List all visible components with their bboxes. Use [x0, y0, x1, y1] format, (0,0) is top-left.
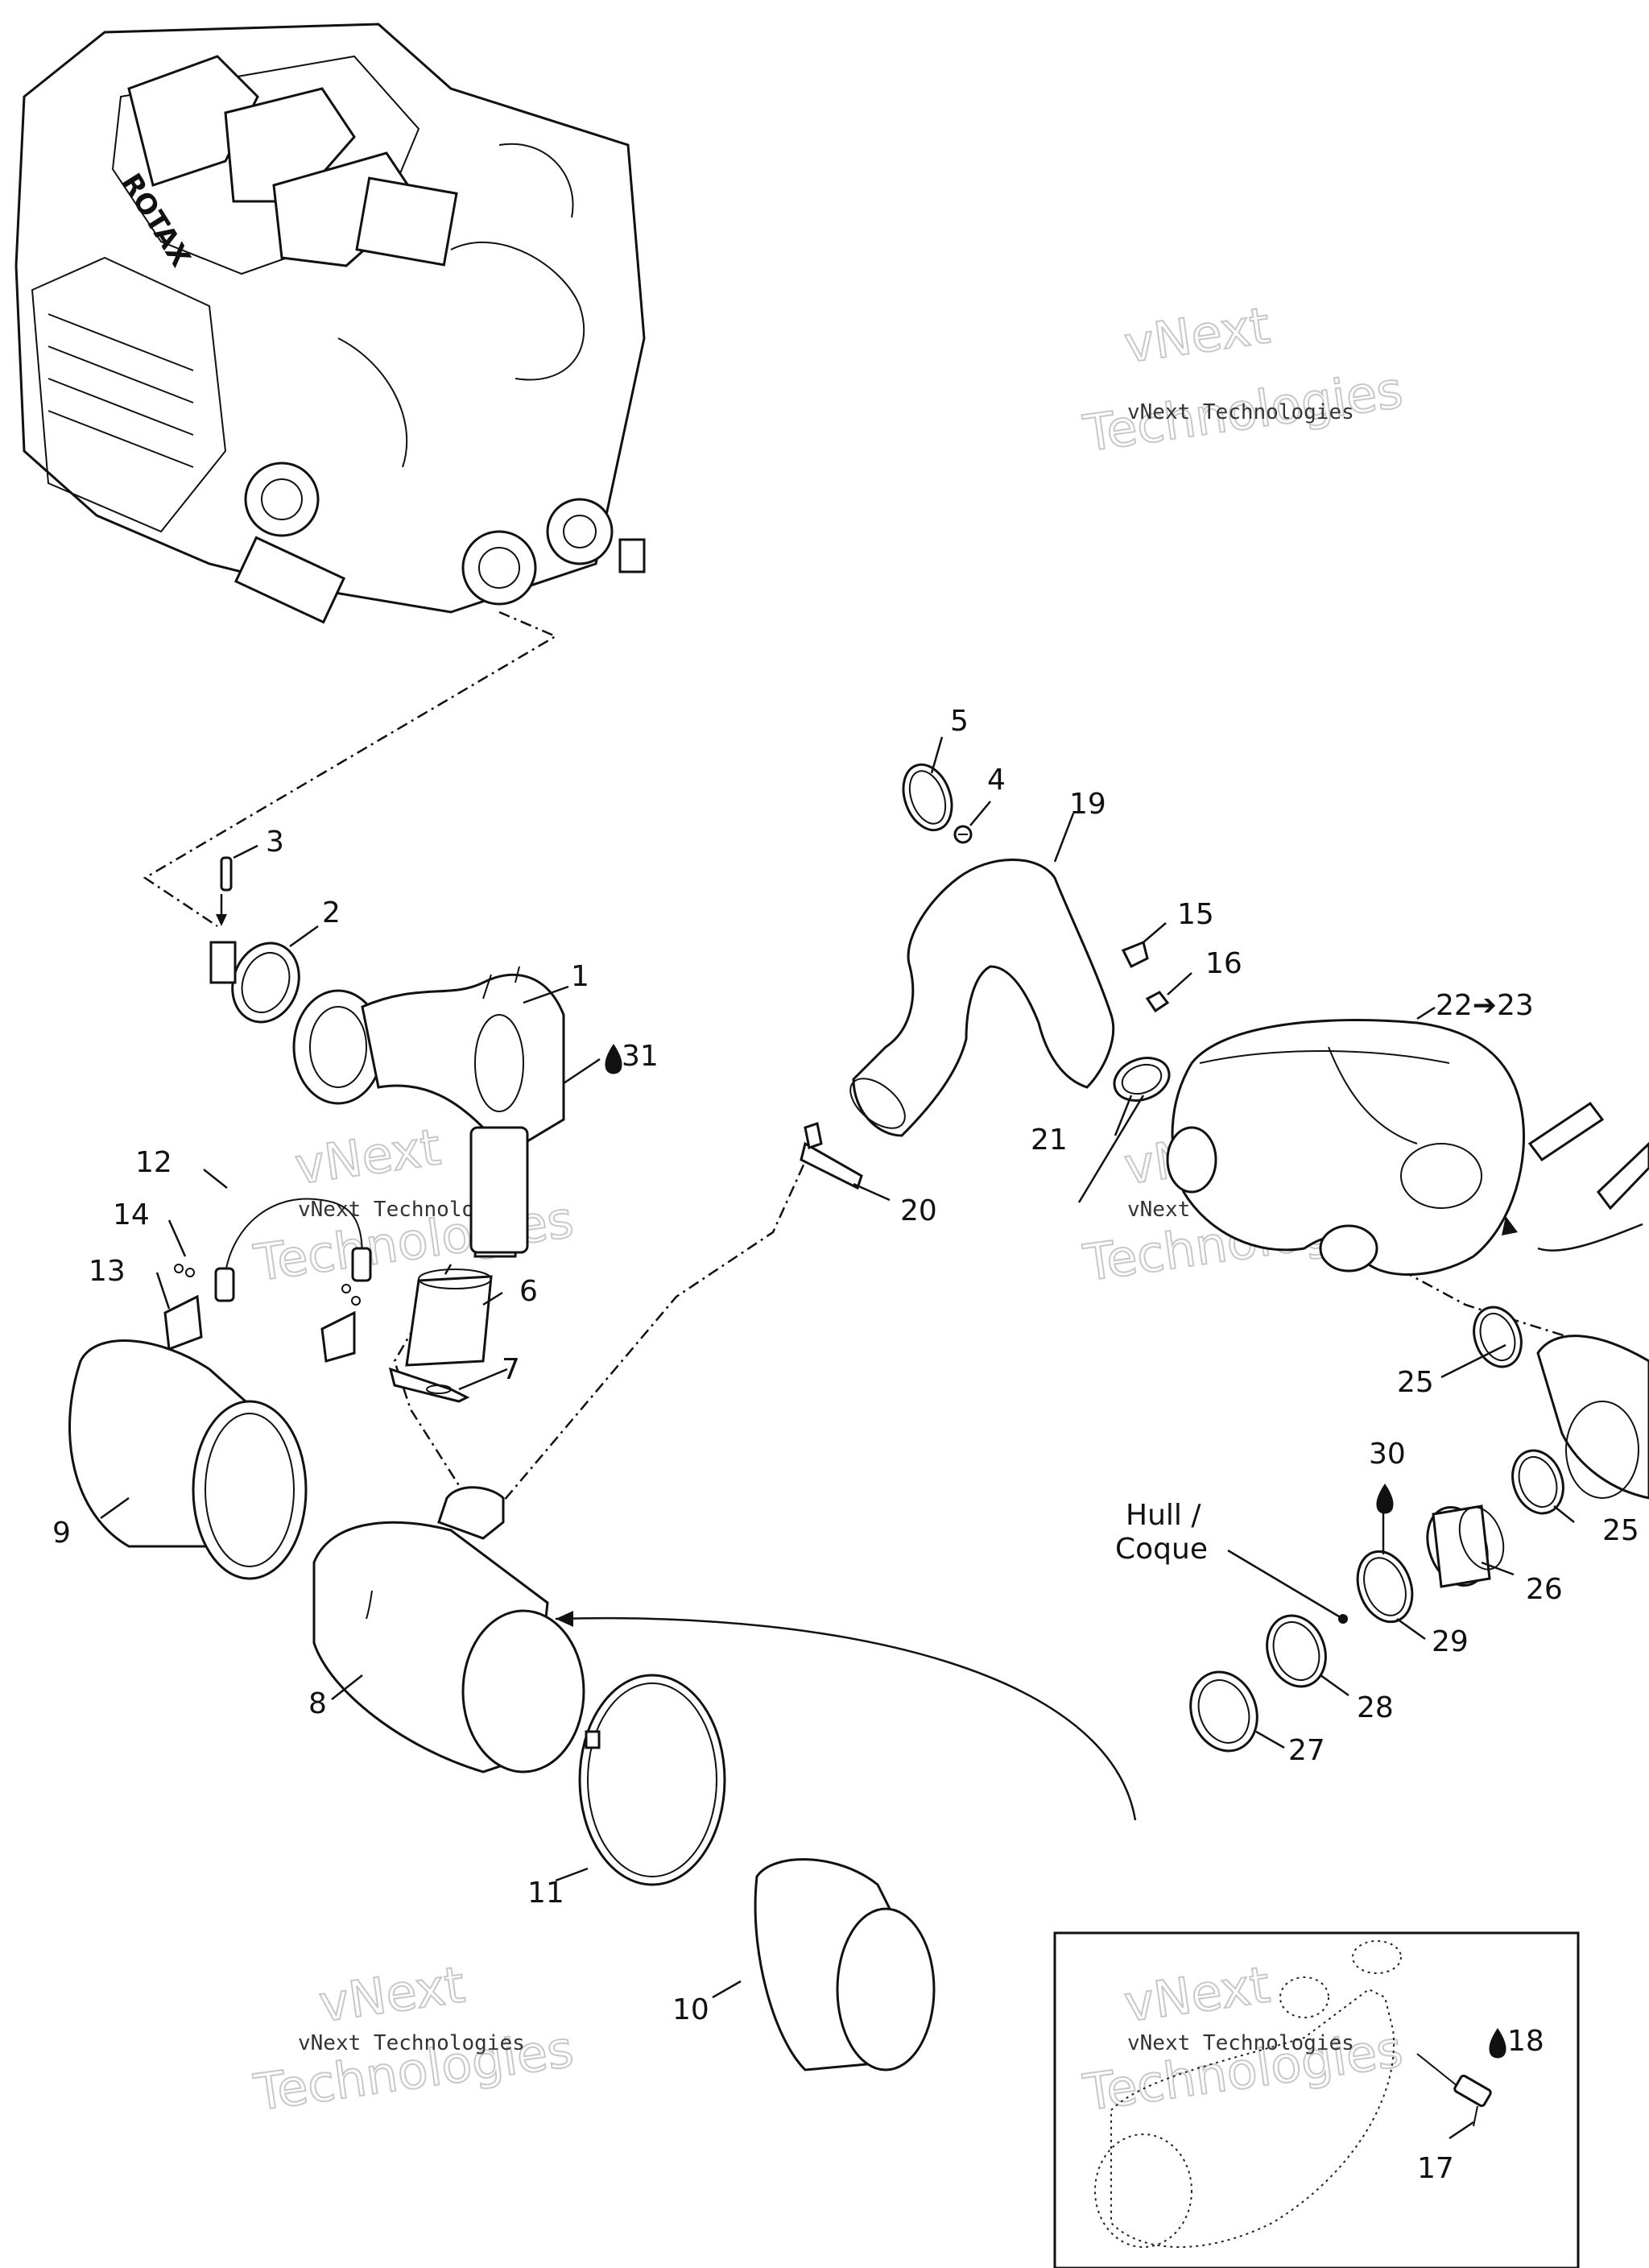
watermark-big-1: vNext: [291, 1117, 444, 1195]
drop-icon: [605, 1044, 622, 1074]
callout-14: 14: [113, 1198, 150, 1231]
part-22-water-box: [1166, 1019, 1525, 1276]
callout-10: 10: [672, 1993, 709, 2026]
callout-25-lower: 25: [1602, 1514, 1639, 1547]
callout-27: 27: [1288, 1734, 1325, 1767]
part-10-end-cap: [754, 1858, 936, 2071]
watermark-small: vNext Technologies: [1127, 400, 1354, 424]
callout-17: 17: [1417, 2152, 1454, 2185]
part-28-ring: [1266, 1614, 1327, 1688]
callout-21: 21: [1031, 1124, 1068, 1157]
inset-box: [1053, 1931, 1580, 2268]
part-4-screw: [953, 825, 973, 844]
callout-3: 3: [266, 826, 284, 859]
part-20-clip: [800, 1122, 863, 1190]
callout-30: 30: [1369, 1438, 1406, 1471]
callout-11: 11: [527, 1877, 564, 1910]
part-21-clamp: [1113, 1057, 1171, 1102]
part-27-nut: [1189, 1670, 1258, 1753]
callout-20: 20: [900, 1194, 937, 1227]
callout-7: 7: [502, 1353, 520, 1386]
part-12-wire: [214, 1198, 372, 1302]
watermark-big-1: vNext: [1121, 296, 1274, 374]
part-2-clamp: [209, 941, 300, 1024]
callout-18-group: 18: [1489, 2025, 1544, 2059]
engine-illustration: ROTAX: [14, 23, 646, 624]
part-1-exhaust-pipe: [292, 966, 565, 1258]
hull-label-line1: Hull /: [1126, 1499, 1201, 1532]
callout-12: 12: [135, 1146, 172, 1179]
callout-16: 16: [1205, 947, 1242, 980]
part-13-bracket: [163, 1264, 361, 1363]
part-6-sleeve: [405, 1269, 493, 1367]
callout-6: 6: [519, 1275, 538, 1308]
callout-19: 19: [1069, 788, 1106, 821]
drop-icon: [1376, 1484, 1394, 1514]
part-25-clamp-lower: [1511, 1449, 1564, 1515]
callout-13: 13: [89, 1255, 126, 1288]
watermark-big-1: vNext: [1121, 1955, 1274, 2033]
callout-22-23: 22➔23: [1436, 989, 1534, 1022]
part-29-gasket: [1356, 1550, 1414, 1624]
part-16-washer: [1145, 991, 1170, 1013]
arrow-head-icon: [1502, 1216, 1518, 1235]
watermark-small: vNext Technologies: [1127, 2031, 1354, 2055]
part-5-clamp: [902, 763, 953, 832]
hull-label-line2: Coque: [1115, 1533, 1208, 1566]
leader-lines: [100, 736, 1575, 2140]
callout-18: 18: [1507, 2025, 1544, 2058]
drop-icon: [1489, 2028, 1506, 2059]
part-3-pin: [216, 856, 233, 926]
watermark-top-right: vNext Technologies vNext Technologies: [1079, 295, 1407, 464]
part-11-clamp-ring: [578, 1674, 726, 1886]
callout-8: 8: [308, 1687, 327, 1720]
callout-4: 4: [987, 764, 1006, 797]
callout-9: 9: [52, 1517, 71, 1550]
callout-15: 15: [1177, 898, 1214, 931]
watermark-bottom-right: vNext Technologies vNext Technologies: [1079, 1954, 1407, 2123]
callout-29: 29: [1432, 1625, 1469, 1658]
part-25-clamp-upper: [1473, 1306, 1523, 1368]
callout-2: 2: [322, 896, 341, 929]
callout-28: 28: [1357, 1691, 1394, 1724]
arrow-head-icon: [556, 1611, 573, 1627]
watermark-big-1: vNext: [316, 1955, 469, 2033]
part-9-heat-shield: [68, 1339, 308, 1580]
watermark-small: vNext Technologies: [298, 2031, 525, 2055]
callout-30-group: 30: [1369, 1438, 1406, 1514]
outlet-pipe: [1536, 1335, 1649, 1500]
callout-1: 1: [571, 960, 589, 993]
callout-26: 26: [1526, 1573, 1563, 1606]
part-19-hose: [849, 859, 1115, 1137]
edge-bars: [1527, 1101, 1649, 1211]
callout-25-upper: 25: [1397, 1366, 1434, 1399]
callout-31: 31: [622, 1040, 659, 1073]
part-8-muffler: [312, 1486, 585, 1773]
watermark-bottom-left: vNext Technologies vNext Technologies: [250, 1954, 578, 2123]
callout-31-group: 31: [605, 1040, 659, 1074]
callout-labels: 1 2 3 4 5 6 7 8 9 10 11 12 13 14 15 16 1…: [52, 705, 1639, 2185]
part-26-fitting: [1426, 1504, 1505, 1588]
part-7-gasket: [388, 1367, 470, 1403]
callout-5: 5: [950, 705, 969, 738]
part-15-screw: [1121, 940, 1149, 969]
